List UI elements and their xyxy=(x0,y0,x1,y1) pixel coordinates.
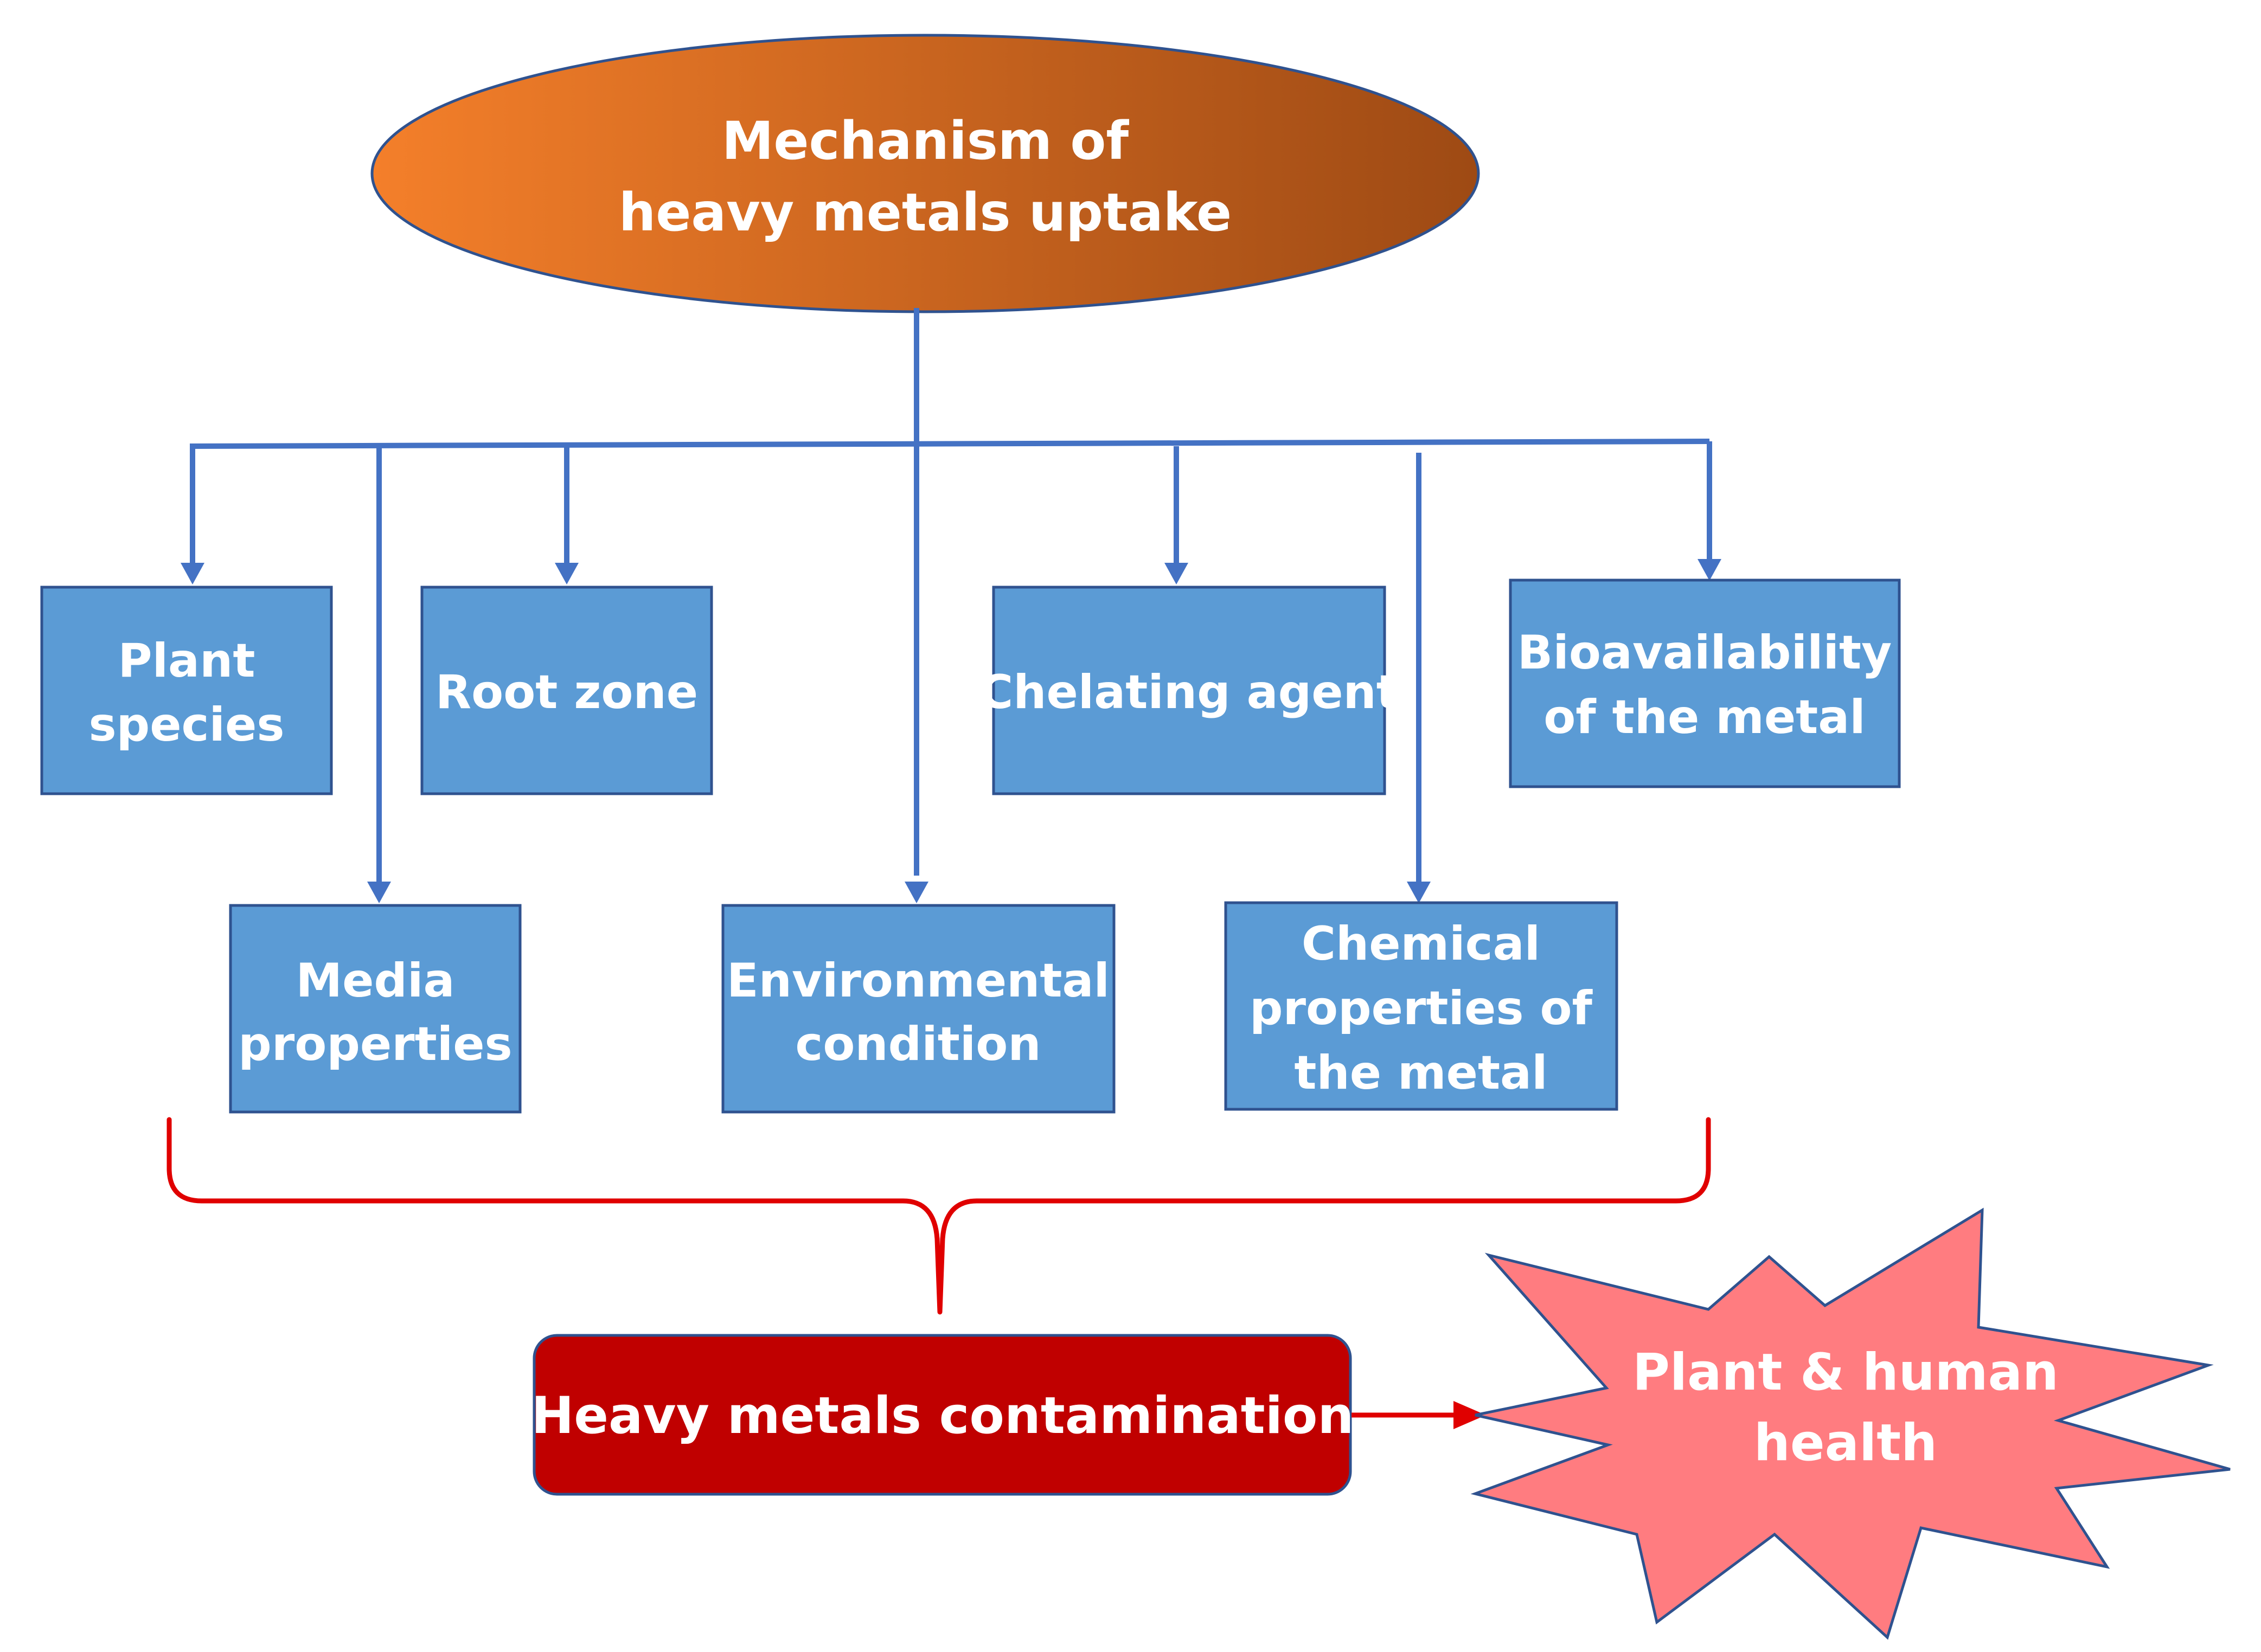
arrowhead-root-zone xyxy=(555,563,579,584)
arrowhead-bioavailability xyxy=(1698,559,1721,581)
title-ellipse xyxy=(370,34,1480,313)
factor-label-line-3: the metal xyxy=(1294,1046,1547,1100)
effect-arrowhead xyxy=(1453,1401,1486,1429)
factor-label-line-2: species xyxy=(88,698,284,752)
title-line-1: Mechanism of xyxy=(722,111,1129,171)
factor-box xyxy=(420,586,713,795)
arrowhead-environmental-condition xyxy=(905,882,928,903)
factor-label-line-1: Chemical xyxy=(1302,917,1540,971)
title-node: Mechanism of heavy metals uptake xyxy=(370,34,1480,313)
result-to-effect-arrow xyxy=(1352,1401,1486,1429)
effect-starburst xyxy=(1470,1207,2231,1640)
factor-media-properties: Media properties xyxy=(229,904,522,1114)
factor-box xyxy=(1224,901,1618,1111)
factor-label-line-2: properties of xyxy=(1250,981,1593,1036)
factor-box xyxy=(40,586,333,795)
arrowhead-plant-species xyxy=(181,563,204,584)
factor-bioavailability: Bioavailability of the metal xyxy=(1509,578,1901,788)
factor-plant-species: Plant species xyxy=(40,586,333,795)
connector-tree xyxy=(181,308,1721,903)
factor-label-line-2: of the metal xyxy=(1543,690,1866,744)
result-node: Heavy metals contamination xyxy=(531,1334,1354,1496)
factor-label-line-1: Bioavailability xyxy=(1517,626,1892,680)
factor-environmental-condition: Environmental condition xyxy=(721,904,1116,1114)
factor-box xyxy=(1509,578,1901,788)
factor-chemical-properties: Chemical properties of the metal xyxy=(1224,901,1618,1111)
effect-label-line-1: Plant & human xyxy=(1632,1343,2059,1402)
factor-label-line-2: condition xyxy=(795,1017,1041,1071)
title-line-2: heavy metals uptake xyxy=(619,182,1232,243)
factor-box xyxy=(721,904,1116,1114)
effect-label-line-2: health xyxy=(1754,1413,1937,1473)
factor-box xyxy=(229,904,522,1114)
arrowhead-chemical-properties xyxy=(1407,882,1431,903)
horizontal-bus xyxy=(189,439,1710,449)
arrowhead-chelating-agent xyxy=(1164,563,1188,584)
factor-label-line-1: Environmental xyxy=(727,954,1110,1008)
factor-label-line-1: Media xyxy=(296,954,455,1008)
factor-label-line-1: Root zone xyxy=(435,665,698,719)
grouping-brace xyxy=(166,1117,1711,1315)
factor-label-line-1: Chelating agent xyxy=(979,665,1399,719)
result-box xyxy=(533,1334,1352,1496)
result-label: Heavy metals contamination xyxy=(531,1386,1354,1445)
factor-root-zone: Root zone xyxy=(420,586,713,795)
factor-chelating-agent: Chelating agent xyxy=(979,586,1399,795)
arrowhead-media-properties xyxy=(367,882,391,903)
factor-label-line-1: Plant xyxy=(118,634,255,688)
factor-box xyxy=(992,586,1386,795)
effect-node: Plant & human health xyxy=(1470,1207,2231,1640)
factor-label-line-2: properties xyxy=(238,1017,512,1071)
